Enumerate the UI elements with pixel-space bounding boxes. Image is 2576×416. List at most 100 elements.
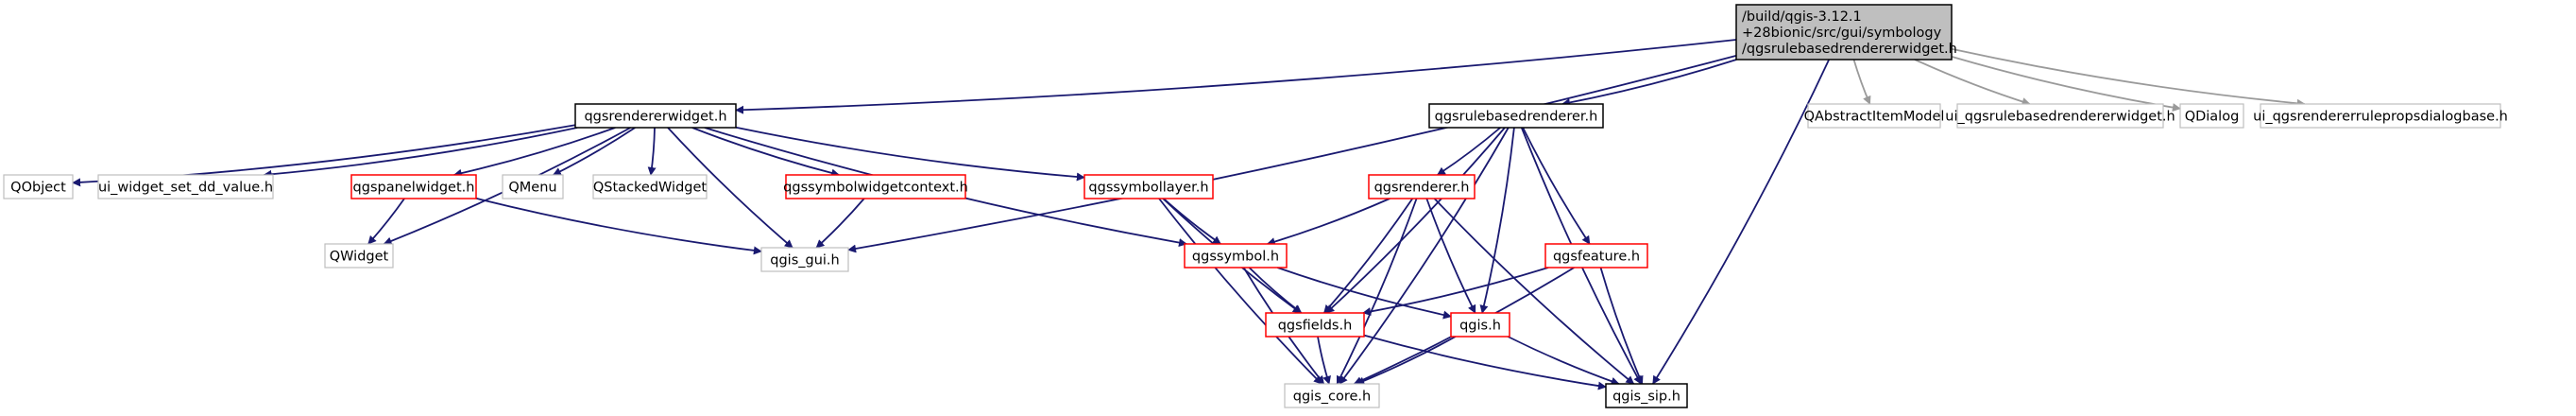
node-qgsfeature[interactable]: qgsfeature.h bbox=[1544, 243, 1648, 269]
node-box-qgsrendererwidget bbox=[574, 103, 737, 129]
node-box-ui_widget_set_dd_value bbox=[97, 174, 274, 199]
edge-qgssymbol-to-qgis bbox=[1277, 267, 1452, 320]
node-qgssymbol[interactable]: qgssymbol.h bbox=[1184, 243, 1288, 269]
node-box-ui_qgsrendererrulepropsdialogbase bbox=[2260, 103, 2501, 129]
edge-root-to-qgsrendererwidget bbox=[735, 39, 1737, 114]
node-label-qstackedwidget-0: QStackedWidget bbox=[593, 180, 708, 195]
edge-qgssymbolwidgetcontext-to-qgis_gui bbox=[815, 198, 865, 249]
node-label-qgssymbol-0: qgssymbol.h bbox=[1192, 249, 1279, 264]
node-ui_qgsrulebasedrendererwidget: ui_qgsrulebasedrendererwidget.h bbox=[1945, 103, 2175, 129]
node-label-qgsrulebasedrenderer-0: qgsrulebasedrenderer.h bbox=[1435, 109, 1598, 124]
edge-qgssymbollayer-to-qgssymbol bbox=[1163, 198, 1221, 245]
node-box-qgssymbol bbox=[1184, 243, 1288, 269]
edge-qgsrendererwidget-to-qstackedwidget bbox=[647, 127, 657, 176]
edge-qgspanelwidget-to-qwidget bbox=[367, 198, 405, 245]
node-box-ui_qgsrulebasedrendererwidget bbox=[1956, 103, 2164, 129]
node-ui_widget_set_dd_value: ui_widget_set_dd_value.h bbox=[97, 174, 274, 199]
node-label-qgssymbolwidgetcontext-0: qgssymbolwidgetcontext.h bbox=[783, 180, 968, 195]
edge-qgsrulebasedrenderer-to-qgsrenderer bbox=[1436, 127, 1501, 176]
node-qgis_sip[interactable]: qgis_sip.h bbox=[1605, 383, 1688, 408]
edge-root-to-ui_qgsrendererrulepropsdialogbase bbox=[1951, 47, 2306, 108]
edge-qgis-to-qgis_sip bbox=[1507, 336, 1620, 386]
node-qwidget: QWidget bbox=[324, 243, 394, 269]
edge-qgspanelwidget-to-qgis_gui bbox=[475, 197, 762, 255]
node-box-qgssymbolwidgetcontext bbox=[785, 174, 966, 199]
node-label-qgsfields-0: qgsfields.h bbox=[1278, 318, 1353, 333]
node-qgis[interactable]: qgis.h bbox=[1450, 312, 1510, 338]
node-qgis_core: qgis_core.h bbox=[1284, 383, 1380, 408]
node-label-ui_qgsrulebasedrendererwidget-0: ui_qgsrulebasedrendererwidget.h bbox=[1945, 109, 2175, 124]
node-label-qgsrenderer-0: qgsrenderer.h bbox=[1374, 180, 1470, 195]
edge-qgsrendererwidget-to-qgssymbollayer bbox=[735, 126, 1085, 182]
edge-root-to-qabstractitemmodel bbox=[1852, 59, 1871, 105]
node-label-qgspanelwidget-0: qgspanelwidget.h bbox=[353, 180, 475, 195]
edge-qgsrendererwidget-to-ui_widget_set_dd_value bbox=[263, 127, 578, 179]
node-label-qgis-0: qgis.h bbox=[1459, 318, 1501, 333]
node-label-qgis_core-0: qgis_core.h bbox=[1293, 389, 1371, 404]
node-label-qgis_gui-0: qgis_gui.h bbox=[770, 252, 839, 268]
node-qgsrenderer[interactable]: qgsrenderer.h bbox=[1368, 174, 1476, 199]
node-label-qabstractitemmodel-0: QAbstractItemModel bbox=[1804, 109, 1945, 124]
node-label-qmenu-0: QMenu bbox=[508, 180, 556, 195]
node-qabstractitemmodel: QAbstractItemModel bbox=[1804, 103, 1945, 129]
node-box-qgis_core bbox=[1284, 383, 1380, 408]
edge-qgsrendererwidget-to-qgis_gui bbox=[667, 127, 793, 249]
node-label-qobject-0: QObject bbox=[10, 180, 66, 195]
node-label-root-0: /build/qgis-3.12.1 bbox=[1742, 9, 1862, 25]
node-qgsrulebasedrenderer[interactable]: qgsrulebasedrenderer.h bbox=[1428, 103, 1604, 129]
node-box-qgsrulebasedrenderer bbox=[1428, 103, 1604, 129]
node-label-qdialog-0: QDialog bbox=[2185, 109, 2240, 124]
edge-qgsfields-to-qgis_sip bbox=[1363, 334, 1607, 390]
node-box-root bbox=[1735, 4, 1953, 61]
node-qdialog: QDialog bbox=[2179, 103, 2244, 129]
edges-layer bbox=[72, 39, 2306, 390]
node-qobject: QObject bbox=[3, 174, 74, 199]
node-box-qgssymbollayer bbox=[1083, 174, 1214, 199]
node-qgis_gui: qgis_gui.h bbox=[760, 247, 849, 272]
node-box-qgis_gui bbox=[760, 247, 849, 272]
edge-qgssymbollayer-to-qgis_core bbox=[1158, 198, 1322, 385]
edge-qgsrenderer-to-qgis bbox=[1425, 198, 1476, 314]
edge-qgsrulebasedrenderer-to-qgis bbox=[1479, 127, 1515, 314]
node-box-qmenu bbox=[502, 174, 564, 199]
node-qgspanelwidget[interactable]: qgspanelwidget.h bbox=[350, 174, 477, 199]
node-ui_qgsrendererrulepropsdialogbase: ui_qgsrendererrulepropsdialogbase.h bbox=[2253, 103, 2508, 129]
nodes-layer: /build/qgis-3.12.1+28bionic/src/gui/symb… bbox=[3, 4, 2508, 408]
node-qmenu: QMenu bbox=[502, 174, 564, 199]
node-box-qgspanelwidget bbox=[350, 174, 477, 199]
edge-qgsrulebasedrenderer-to-qgis_core bbox=[1339, 127, 1510, 385]
node-label-qgsfeature-0: qgsfeature.h bbox=[1553, 249, 1640, 264]
edge-qgsfeature-to-qgsfields bbox=[1362, 267, 1549, 316]
edge-qgsrenderer-to-qgis_sip bbox=[1433, 198, 1635, 385]
node-qgsrendererwidget[interactable]: qgsrendererwidget.h bbox=[574, 103, 737, 129]
edge-qgsrulebasedrenderer-to-qgsfields bbox=[1325, 127, 1506, 314]
edge-qgsrenderer-to-qgsfields bbox=[1323, 198, 1414, 314]
edge-qgssymbol-to-qgsfields bbox=[1248, 267, 1303, 314]
node-qgsfields[interactable]: qgsfields.h bbox=[1265, 312, 1365, 338]
edge-qgsrendererwidget-to-qobject bbox=[72, 124, 576, 187]
edge-root-to-qdialog bbox=[1951, 56, 2181, 113]
node-label-ui_qgsrendererrulepropsdialogbase-0: ui_qgsrendererrulepropsdialogbase.h bbox=[2253, 109, 2508, 124]
node-label-root-1: +28bionic/src/gui/symbology bbox=[1742, 26, 1942, 41]
node-label-ui_widget_set_dd_value-0: ui_widget_set_dd_value.h bbox=[98, 180, 273, 195]
node-box-qwidget bbox=[324, 243, 394, 269]
node-box-qgsrenderer bbox=[1368, 174, 1476, 199]
edge-qgsrulebasedrenderer-to-qgsfeature bbox=[1522, 127, 1591, 245]
node-label-qwidget-0: QWidget bbox=[330, 249, 389, 264]
node-box-qabstractitemmodel bbox=[1807, 103, 1941, 129]
node-box-qdialog bbox=[2179, 103, 2244, 129]
edge-qgsrendererwidget-to-qgssymbolwidgetcontext bbox=[691, 127, 841, 178]
node-label-qgis_sip-0: qgis_sip.h bbox=[1612, 389, 1680, 404]
edge-qgsrenderer-to-qgis_core bbox=[1336, 198, 1418, 385]
node-label-root-2: /qgsrulebasedrendererwidget.h bbox=[1742, 42, 1957, 57]
node-root[interactable]: /build/qgis-3.12.1+28bionic/src/gui/symb… bbox=[1735, 4, 1957, 61]
edge-qgsrendererwidget-to-qgspanelwidget bbox=[452, 127, 616, 178]
edge-root-to-qgis_gui bbox=[847, 55, 1737, 253]
edge-qgis-to-qgis_core bbox=[1356, 336, 1457, 386]
node-qgssymbolwidgetcontext[interactable]: qgssymbolwidgetcontext.h bbox=[783, 174, 968, 199]
edge-qgsrendererwidget-to-qmenu bbox=[552, 127, 636, 176]
node-box-qgis_sip bbox=[1605, 383, 1688, 408]
edge-root-to-ui_qgsrulebasedrendererwidget bbox=[1914, 59, 2031, 106]
node-qgssymbollayer[interactable]: qgssymbollayer.h bbox=[1083, 174, 1214, 199]
